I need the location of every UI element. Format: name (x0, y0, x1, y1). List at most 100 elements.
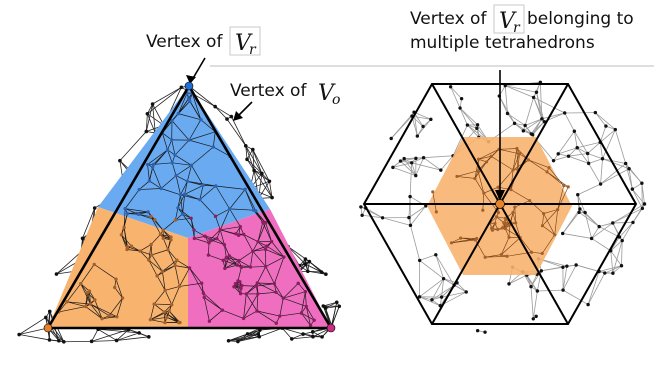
mesh-vertex (311, 334, 315, 339)
mesh-edge (279, 298, 284, 317)
mesh-edge (209, 229, 221, 240)
mesh-edge (587, 272, 606, 305)
mesh-vertex (235, 263, 239, 267)
mesh-edge (215, 185, 230, 210)
mesh-edge (243, 293, 259, 319)
mesh-vertex (529, 284, 533, 289)
mesh-vertex (496, 211, 501, 215)
mesh-vertex (233, 281, 238, 286)
mesh-edge (226, 257, 240, 261)
mesh-vertex (496, 185, 500, 189)
mesh-edge (519, 153, 529, 161)
mesh-vertex (87, 289, 92, 293)
mesh-edge (301, 312, 315, 321)
mesh-edge (562, 266, 568, 291)
mesh-vertex (199, 118, 203, 122)
mesh-vertex (248, 265, 253, 269)
mesh-edge (591, 238, 611, 252)
mesh-vertex (234, 232, 238, 236)
mesh-edge (229, 208, 254, 211)
mesh-vertex (232, 285, 236, 289)
mesh-edge (598, 265, 622, 272)
mesh-edge (191, 146, 214, 166)
mesh-vertex (93, 298, 97, 302)
mesh-vertex (243, 187, 247, 192)
mesh-edge (459, 107, 468, 126)
mesh-edge (600, 158, 603, 185)
mesh-edge (305, 291, 307, 307)
mesh-edge (147, 149, 168, 165)
mesh-edge (252, 149, 270, 182)
mesh-edge (474, 159, 479, 179)
mesh-edge (257, 282, 277, 293)
mesh-vertex (187, 138, 191, 142)
mesh-vertex (415, 134, 420, 138)
mesh-vertex (434, 253, 438, 257)
mesh-edge (408, 205, 427, 218)
mesh-edge (537, 289, 564, 292)
mesh-vertex (178, 193, 183, 197)
mesh-edge (184, 181, 188, 195)
mesh-edge (450, 86, 462, 99)
mesh-edge (171, 120, 190, 141)
mesh-edge (577, 147, 588, 154)
mesh-vertex (223, 266, 227, 271)
mesh-vertex (481, 208, 485, 212)
mesh-edge (510, 169, 514, 190)
mesh-edge (279, 312, 302, 317)
label-shared-vertex-suffix: belonging to (527, 9, 634, 29)
mesh-vertex (120, 296, 125, 300)
mesh-edge (90, 303, 110, 317)
mesh-vertex (138, 249, 142, 253)
mesh-edge (162, 132, 168, 150)
mesh-vertex (114, 277, 118, 281)
mesh-edge (498, 148, 517, 150)
mesh-vertex (429, 117, 433, 122)
mesh-edge (66, 283, 82, 303)
mesh-vertex (174, 173, 178, 178)
mesh-vertex (304, 304, 308, 309)
mesh-vertex (17, 332, 21, 337)
mesh-vertex (185, 179, 190, 184)
mesh-edge (456, 282, 467, 293)
mesh-vertex (180, 212, 185, 216)
mesh-vertex (511, 168, 515, 172)
mesh-edge (235, 283, 241, 294)
mesh-vertex (572, 129, 577, 133)
mesh-vertex (417, 258, 422, 263)
vertex-orange-left (43, 323, 53, 333)
mesh-edge (180, 181, 188, 195)
mesh-edge (226, 118, 247, 147)
mesh-edge (180, 194, 183, 215)
mesh-edge (431, 299, 441, 307)
mesh-vertex (145, 162, 150, 167)
mesh-vertex (566, 154, 571, 158)
mesh-edge (150, 303, 155, 320)
mesh-edge (119, 131, 147, 161)
mesh-edge (91, 340, 117, 342)
mesh-edge (228, 336, 260, 342)
mesh-vertex (264, 264, 268, 269)
mesh-vertex (236, 339, 240, 344)
mesh-edge (253, 170, 270, 182)
mesh-edge (244, 189, 257, 212)
mesh-edge (562, 208, 581, 234)
sub-outer: o (332, 92, 340, 108)
mesh-edge (194, 238, 210, 244)
mesh-vertex (589, 236, 594, 241)
mesh-vertex (585, 151, 590, 156)
mesh-edge (188, 139, 214, 148)
mesh-edge (482, 193, 485, 211)
mesh-edge (148, 259, 158, 277)
mesh-edge (116, 332, 140, 341)
mesh-edge (229, 208, 241, 227)
mesh-edge (161, 188, 181, 196)
mesh-edge (512, 153, 520, 171)
mesh-edge (309, 261, 322, 273)
mesh-vertex (289, 337, 294, 341)
mesh-edge (411, 115, 431, 120)
mesh-edge (193, 229, 206, 237)
mesh-vertex (237, 258, 241, 263)
mesh-edge (245, 145, 263, 174)
mesh-vertex (265, 244, 269, 248)
